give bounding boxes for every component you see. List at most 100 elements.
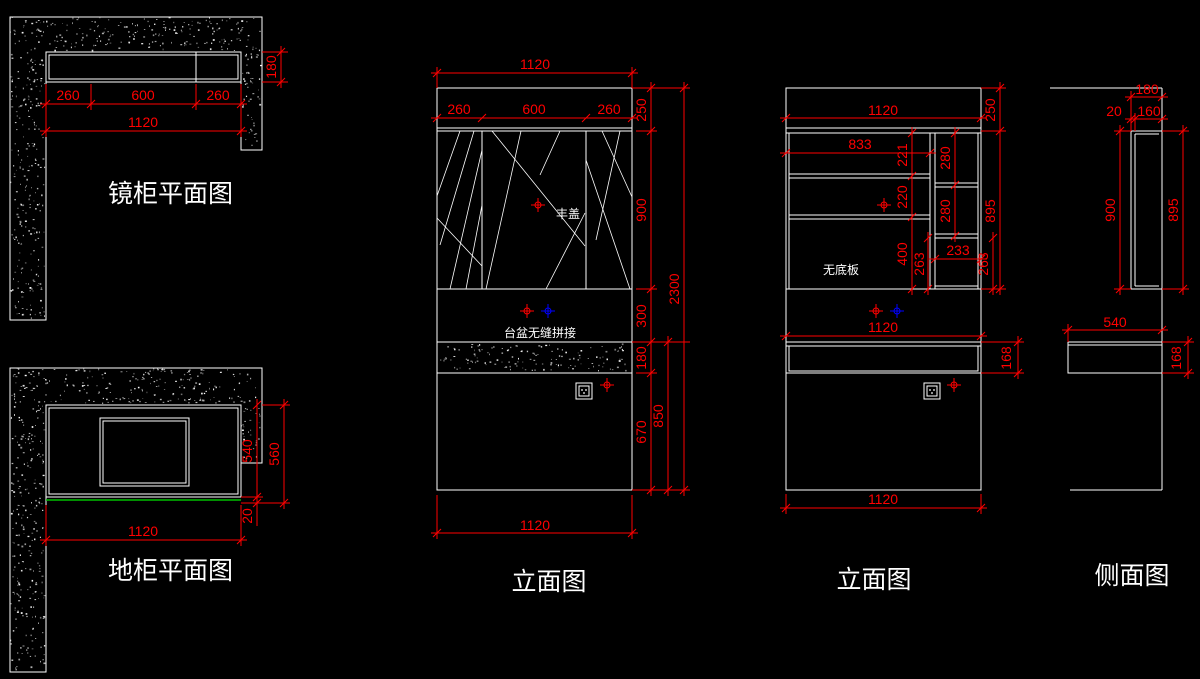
hatch-speck [41, 246, 44, 248]
hatch-speck [19, 223, 21, 225]
hatch-speck [23, 99, 25, 102]
hatch-speck [39, 312, 41, 314]
hatch-speck [101, 32, 104, 35]
hatch-speck [102, 397, 104, 399]
hatch-speck [36, 148, 38, 150]
hatch-speck [555, 359, 557, 360]
hatch-speck [56, 40, 59, 42]
hatch-speck [19, 220, 22, 223]
hatch-speck [206, 41, 208, 44]
hatch-speck [174, 26, 176, 29]
hatch-speck [149, 370, 151, 372]
hatch-speck [14, 30, 16, 32]
dimension-tick [950, 231, 960, 241]
hatch-speck [522, 361, 524, 363]
hatch-speck [14, 435, 17, 437]
hatch-speck [155, 33, 157, 35]
hatch-speck [43, 654, 45, 656]
dimension-value: 260 [56, 87, 80, 103]
hatch-speck [104, 372, 106, 374]
hatch-speck [484, 362, 486, 364]
hatch-speck [162, 27, 164, 28]
hatch-speck [445, 357, 447, 360]
hatch-speck [14, 401, 17, 404]
hatch-speck [35, 208, 37, 210]
glass-hatch-line [436, 130, 461, 197]
socket-icon [923, 382, 941, 400]
hatch-speck [78, 28, 81, 29]
dimension-value: 160 [1137, 103, 1161, 119]
hatch-speck [32, 387, 35, 390]
hatch-speck [15, 467, 18, 469]
dimension-tick [907, 212, 917, 222]
hatch-speck [260, 64, 262, 67]
hatch-speck [112, 34, 114, 36]
hatch-speck [22, 421, 24, 423]
hatch-speck [41, 35, 43, 37]
hatch-speck [31, 438, 32, 440]
hatch-speck [22, 396, 25, 397]
hatch-speck [162, 42, 164, 45]
glass-hatch-line [485, 130, 522, 290]
hatch-speck [39, 616, 42, 619]
hatch-speck [66, 374, 68, 376]
hatch-speck [39, 90, 41, 92]
hatch-speck [494, 363, 497, 365]
hatch-speck [550, 369, 552, 371]
hatch-speck [107, 401, 109, 403]
hatch-speck [14, 566, 16, 568]
hatch-speck [44, 401, 46, 403]
hatch-speck [11, 462, 14, 465]
wall-hatch [10, 17, 262, 320]
hatch-speck [11, 234, 13, 236]
hatch-speck [19, 252, 21, 254]
mirror-cabinet-outline [45, 51, 242, 83]
hatch-speck [28, 432, 31, 434]
hatch-speck [255, 413, 257, 414]
hatch-speck [10, 417, 12, 419]
hatch-speck [32, 61, 34, 63]
hatch-speck [53, 369, 56, 370]
hatch-speck [213, 30, 215, 33]
hatch-speck [529, 358, 532, 360]
hatch-speck [251, 144, 253, 146]
hatch-speck [76, 19, 79, 21]
hatch-speck [82, 36, 84, 39]
hatch-speck [37, 454, 38, 456]
hatch-speck [20, 243, 23, 245]
hatch-speck [96, 38, 98, 39]
hatch-speck [12, 541, 14, 543]
hatch-speck [43, 378, 45, 379]
dimension-value: 250 [982, 98, 998, 122]
dimension-tick [781, 148, 791, 158]
hatch-speck [191, 20, 193, 22]
hatch-speck [13, 555, 16, 557]
dimension-value: 1120 [868, 319, 898, 335]
hatch-speck [550, 362, 553, 364]
hatch-speck [259, 426, 261, 429]
hatch-speck [20, 419, 23, 421]
hatch-speck [246, 408, 248, 410]
hatch-speck [46, 20, 48, 23]
hatch-speck [231, 397, 233, 400]
basin-inner [102, 420, 187, 484]
hatch-speck [60, 399, 62, 401]
hatch-speck [221, 46, 223, 48]
glass-hatch-line [436, 217, 483, 267]
hatch-speck [50, 23, 52, 26]
hatch-speck [241, 429, 244, 431]
hatch-speck [25, 387, 28, 389]
dimension-tick [930, 254, 940, 264]
hatch-speck [54, 40, 56, 42]
hatch-speck [15, 86, 17, 88]
hatch-speck [11, 17, 13, 18]
hatch-speck [258, 438, 260, 440]
hatch-speck [170, 370, 173, 372]
hatch-speck [25, 613, 28, 615]
hatch-speck [107, 387, 109, 389]
hatch-speck [96, 40, 98, 42]
hatch-speck [33, 143, 36, 146]
hatch-speck [130, 402, 132, 404]
